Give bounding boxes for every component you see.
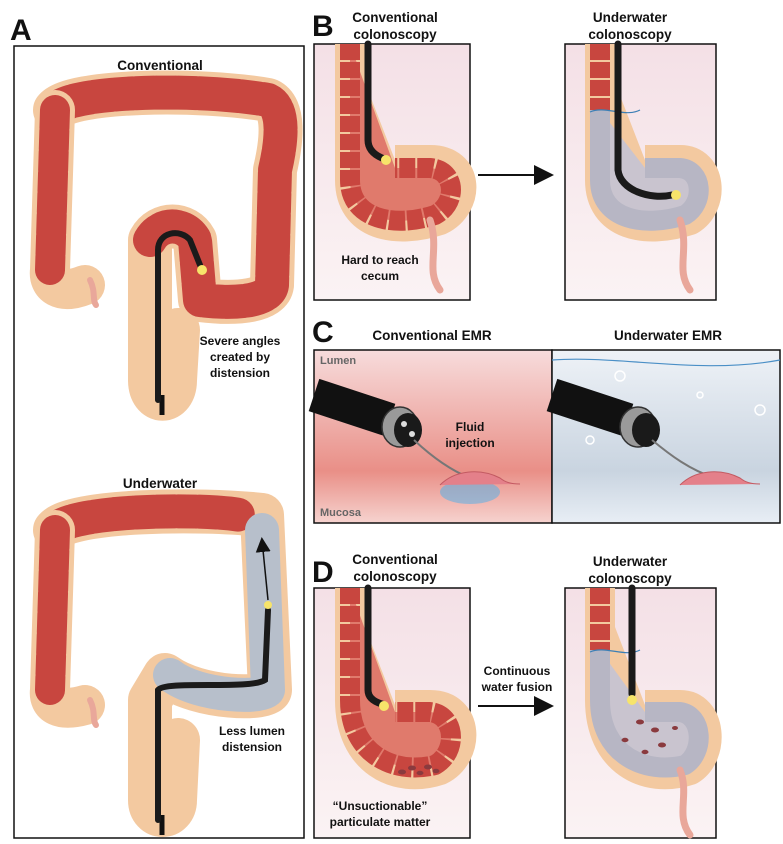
panel-b: B Conventional colonoscopy Underwater co…	[312, 10, 716, 300]
panel-a-top-note-line1: Severe angles	[200, 334, 281, 348]
panel-d-arrow-label-line2: water fusion	[481, 680, 553, 694]
panel-b-left-title-line2: colonoscopy	[353, 27, 437, 42]
panel-b-letter: B	[312, 10, 334, 43]
scope-light-icon	[627, 695, 637, 705]
panel-a-top-note-line2: created by	[210, 350, 270, 364]
panel-a-letter: A	[10, 14, 32, 47]
lumen-label: Lumen	[320, 355, 356, 367]
scope-light-icon	[197, 265, 207, 275]
panel-a-bottom-note-line1: Less lumen	[219, 724, 285, 738]
panel-c-left-frame	[314, 350, 552, 523]
panel-d-arrow-label-line1: Continuous	[484, 664, 551, 678]
panel-b-note-line2: cecum	[361, 269, 399, 283]
scope-light-icon	[379, 701, 389, 711]
panel-d-left-title-line2: colonoscopy	[353, 569, 437, 584]
panel-d-right-title-line1: Underwater	[593, 554, 668, 569]
injection-label-line1: Fluid	[456, 420, 485, 434]
panel-d: D Conventional colonoscopy Underwater co…	[312, 552, 716, 838]
panel-a: A Conventional colonoscopy Severe angles…	[10, 14, 304, 838]
scope-light-icon	[381, 155, 391, 165]
panel-d-note-line2: particulate matter	[330, 815, 431, 829]
panel-d-left-title-line1: Conventional	[352, 552, 438, 567]
panel-a-bottom-title-line1: Underwater	[123, 476, 198, 491]
mucosa-label: Mucosa	[320, 507, 362, 519]
panel-a-top-note-line3: distension	[210, 366, 270, 380]
scope-light-icon	[264, 601, 272, 609]
panel-d-letter: D	[312, 556, 334, 589]
scope-light-icon	[671, 190, 681, 200]
panel-b-right-title-line1: Underwater	[593, 10, 668, 25]
injection-label-line2: injection	[445, 436, 494, 450]
panel-d-note-line1: “Unsuctionable”	[333, 799, 428, 813]
panel-c-letter: C	[312, 316, 334, 349]
panel-b-left-title-line1: Conventional	[352, 10, 438, 25]
panel-c-right-frame	[552, 350, 780, 523]
panel-d-right-title-line2: colonoscopy	[588, 571, 672, 586]
panel-b-right-title-line2: colonoscopy	[588, 27, 672, 42]
panel-c: C Conventional EMR Underwater EMR Lumen …	[312, 316, 780, 523]
panel-c-left-title: Conventional EMR	[372, 328, 492, 343]
panel-c-right-title: Underwater EMR	[614, 328, 722, 343]
panel-a-bottom-note-line2: distension	[222, 740, 282, 754]
colon-illustration-underwater	[50, 511, 272, 835]
panel-b-note-line1: Hard to reach	[341, 253, 418, 267]
